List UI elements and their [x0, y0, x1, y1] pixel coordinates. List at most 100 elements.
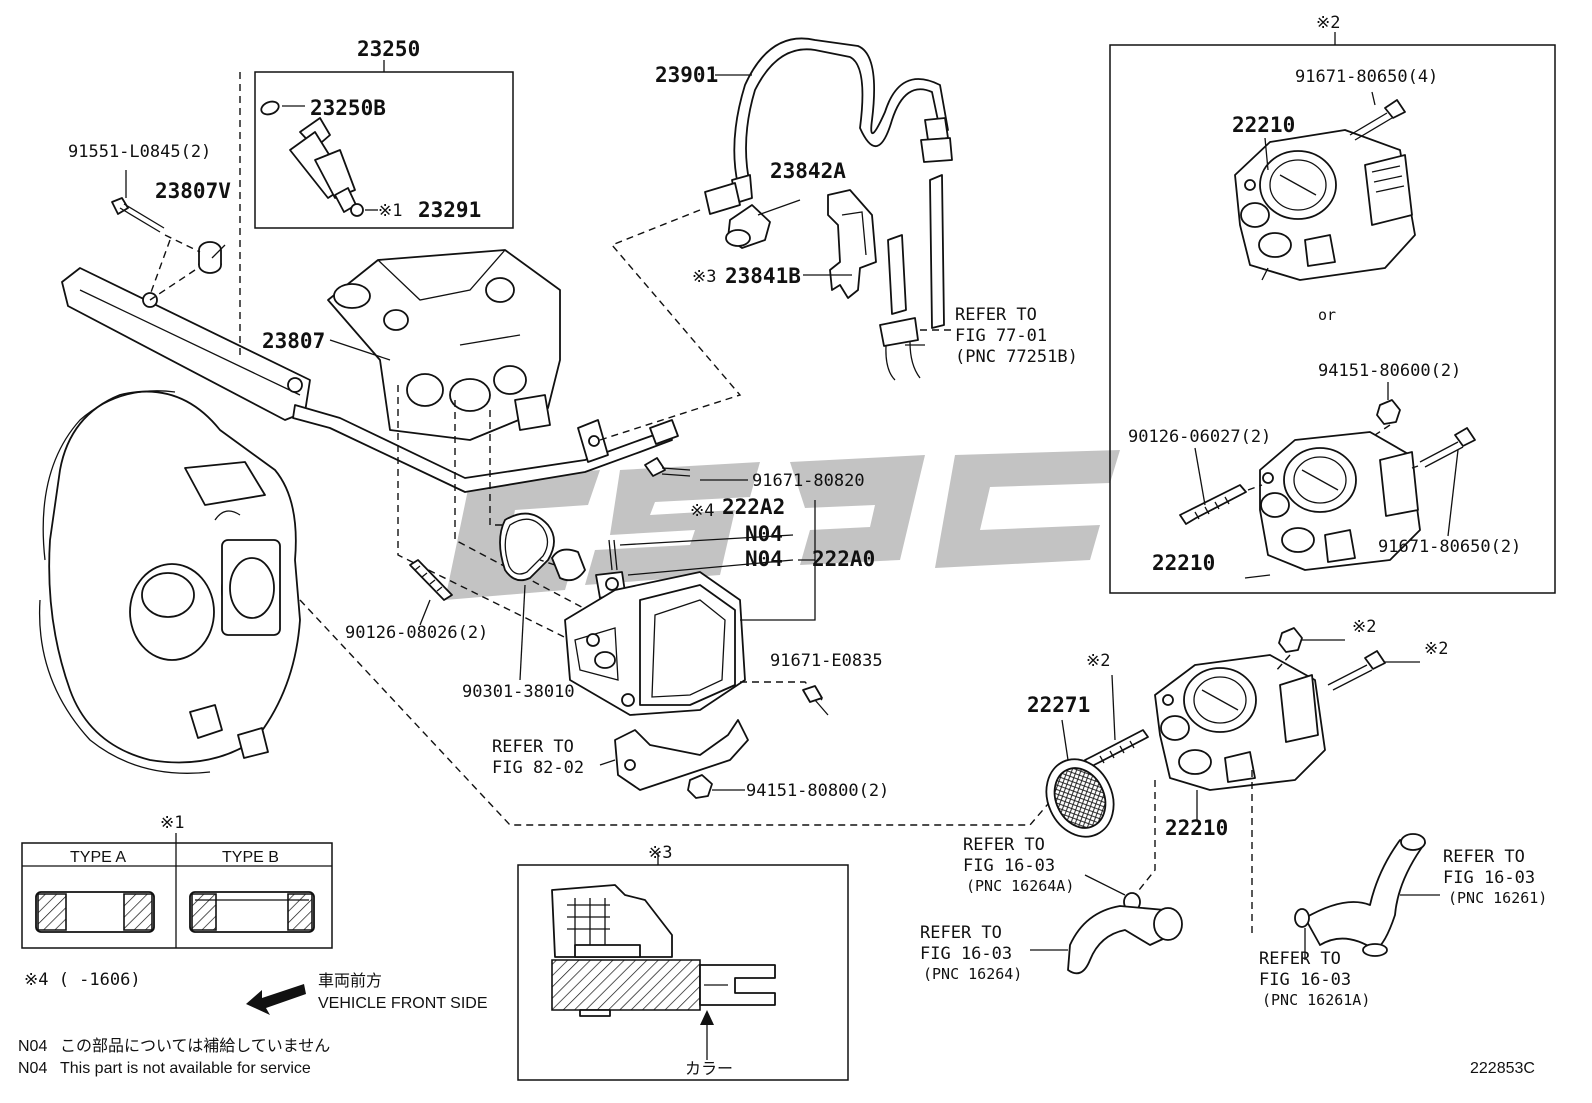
cylinder-head [327, 249, 609, 463]
label-90126-06027: 90126-06027(2) [1128, 427, 1271, 447]
vehicle-front-arrow-icon [246, 984, 306, 1015]
throttle-body-22210-b [1259, 431, 1421, 571]
label-94151-80600: 94151-80600(2) [1318, 361, 1461, 381]
inset1-type-a: TYPE A [70, 849, 126, 866]
fuel-rail [61, 267, 679, 493]
clip-222a2 [551, 548, 586, 582]
bracket-82-02 [614, 719, 749, 791]
throttle-option-box [1109, 44, 1556, 594]
label-22210-b: 22210 [1152, 551, 1215, 575]
bolt-91671-e0835 [802, 685, 829, 716]
label-91551: 91551-L0845(2) [68, 142, 211, 162]
label-222a0: 222A0 [812, 547, 875, 571]
bolt-91671-80650-2 [1419, 427, 1476, 468]
nut-94151-80600 [1376, 399, 1401, 425]
sensor-23842a [725, 204, 771, 249]
nut-mark2 [1278, 627, 1303, 653]
stud-90126-06027 [1179, 484, 1247, 525]
note-mark4: ※4 ( -1606) [24, 970, 141, 990]
ref82-line2: FIG 82-02 [492, 758, 584, 778]
note-front-en: VEHICLE FRONT SIDE [318, 995, 488, 1012]
label-91671-80650-4: 91671-80650(4) [1295, 67, 1438, 87]
label-91671-80650-2: 91671-80650(2) [1378, 537, 1521, 557]
label-23250b: 23250B [310, 96, 386, 120]
ref16a-line2: FIG 16-03 [963, 856, 1055, 876]
note-front-jp: 車両前方 [318, 972, 382, 990]
inset-type-ab [21, 833, 333, 949]
inset1-type-b: TYPE B [222, 849, 279, 866]
label-23807: 23807 [262, 329, 325, 353]
stud-90126-08026 [409, 559, 453, 601]
label-91671-e0835: 91671-E0835 [770, 651, 883, 671]
vacuum-hoses [879, 174, 945, 381]
label-or: or [1318, 306, 1336, 324]
throttle-body-22210-c [1154, 654, 1326, 791]
label-222a2-mark: ※4 [690, 501, 714, 521]
ref16d-line3: (PNC 16261A) [1262, 991, 1370, 1009]
inset3-mark: ※3 [648, 843, 672, 863]
label-n04-b: N04 [745, 547, 783, 571]
collar-23807v [198, 241, 222, 274]
label-mark2-stud: ※2 [1086, 651, 1110, 671]
injector-bolt-91551 [111, 197, 165, 233]
ref16c-line2: FIG 16-03 [1443, 868, 1535, 888]
ref16c-line1: REFER TO [1443, 847, 1525, 867]
diagram-id: 222853C [1470, 1060, 1535, 1077]
label-23841b-mark: ※3 [692, 267, 716, 287]
label-222a2: 222A2 [722, 495, 785, 519]
ref16b-line1: REFER TO [920, 923, 1002, 943]
inset-collar [517, 852, 849, 1081]
label-23291: 23291 [418, 198, 481, 222]
bolt-91671-80650-4 [1349, 99, 1406, 141]
label-23841b: 23841B [725, 264, 801, 288]
ref77-line3: (PNC 77251B) [955, 347, 1078, 367]
injector-23250 [260, 100, 364, 217]
stud-mark2 [1084, 729, 1149, 768]
ref16b-line3: (PNC 16264) [923, 965, 1022, 983]
label-23901: 23901 [655, 63, 718, 87]
ref16a-line3: (PNC 16264A) [966, 877, 1074, 895]
ref16d-line2: FIG 16-03 [1259, 970, 1351, 990]
ref16a-line1: REFER TO [963, 835, 1045, 855]
ref16b-line2: FIG 16-03 [920, 944, 1012, 964]
bolt-91671-80820 [644, 457, 691, 477]
inset3-collar: カラー [685, 1061, 733, 1078]
hose-16261 [1304, 833, 1426, 957]
note-n04-en: This part is not available for service [60, 1060, 311, 1077]
ref16d-line1: REFER TO [1259, 949, 1341, 969]
label-90301: 90301-38010 [462, 682, 575, 702]
ref16c-line3: (PNC 16261) [1448, 889, 1547, 907]
bracket-23841b [827, 189, 877, 299]
bolt-mark2 [1327, 650, 1386, 691]
gasket-22271 [1045, 758, 1115, 838]
hose-16264 [1067, 905, 1183, 975]
label-n04-a: N04 [745, 522, 783, 546]
label-23291-mark: ※1 [378, 201, 402, 221]
label-mark2-bolt: ※2 [1424, 639, 1448, 659]
label-22210-a: 22210 [1232, 113, 1295, 137]
note-n04-jp: この部品については補給していません [60, 1037, 330, 1055]
label-23842a: 23842A [770, 159, 846, 183]
part-labels: 23250 23250B ※1 23291 91551-L0845(2) 238… [18, 13, 1547, 1078]
nut-94151-80800 [687, 774, 713, 799]
label-91671-80820: 91671-80820 [752, 471, 865, 491]
label-23250: 23250 [357, 37, 420, 61]
gasket-90301 [499, 512, 555, 582]
hose-23901 [704, 37, 953, 215]
note-n04-jp-code: N04 [18, 1038, 47, 1055]
label-22271: 22271 [1027, 693, 1090, 717]
throttle-body-22210-a [1234, 129, 1416, 281]
ref82-line1: REFER TO [492, 737, 574, 757]
ref77-line2: FIG 77-01 [955, 326, 1047, 346]
label-23807v: 23807V [155, 179, 231, 203]
inset1-mark: ※1 [160, 813, 184, 833]
throttle-actuator-222a0 [564, 571, 746, 716]
label-90126-08026: 90126-08026(2) [345, 623, 488, 643]
label-mark2-nut: ※2 [1352, 617, 1376, 637]
label-94151-80800: 94151-80800(2) [746, 781, 889, 801]
note-n04-en-code: N04 [18, 1060, 47, 1077]
label-22210-c: 22210 [1165, 816, 1228, 840]
clamp-16261a [1294, 908, 1310, 928]
